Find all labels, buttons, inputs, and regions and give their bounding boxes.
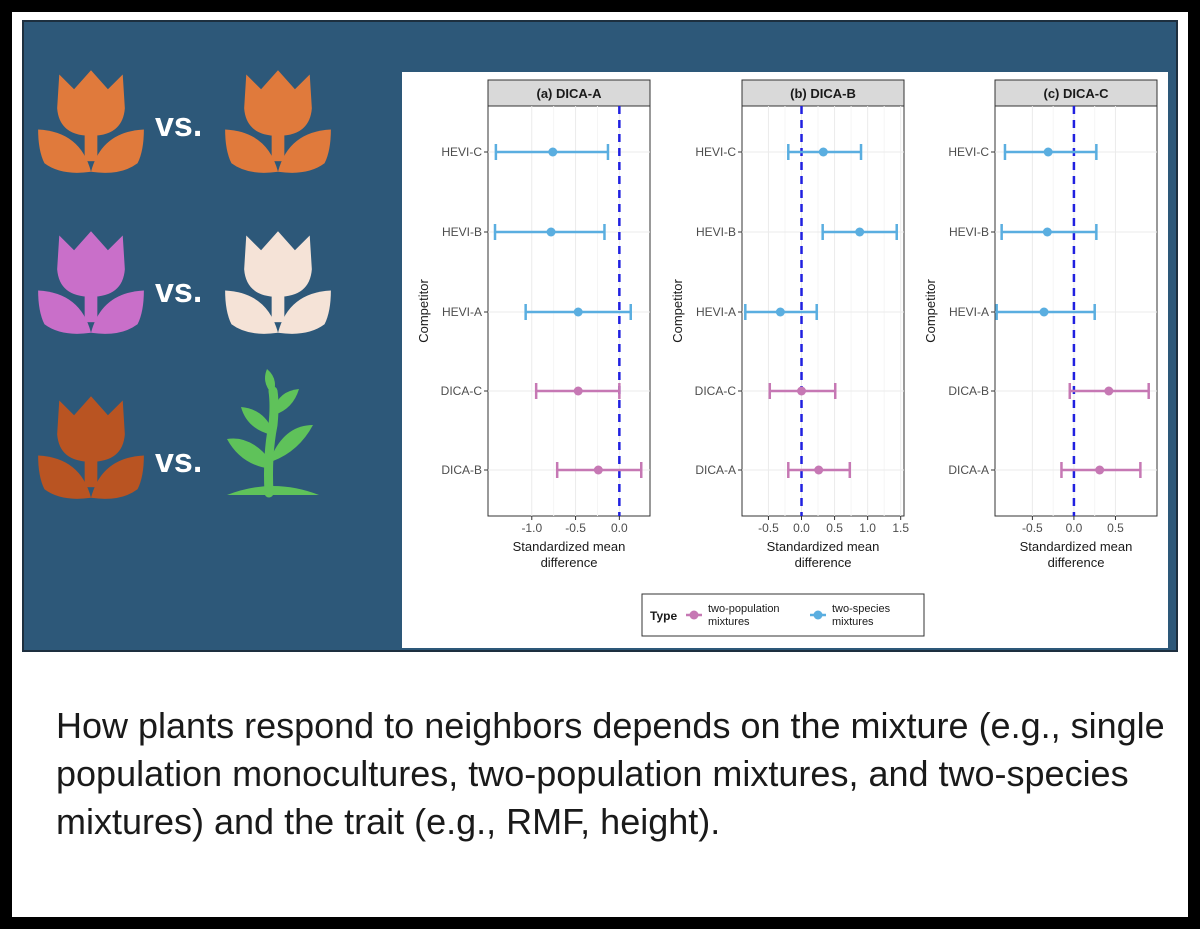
y-axis-label: Competitor — [923, 279, 938, 343]
mean-point — [1095, 465, 1105, 475]
cream-tulip-icon — [225, 231, 331, 334]
x-tick-label: 0.5 — [1107, 521, 1124, 535]
mean-point — [1042, 227, 1052, 237]
mean-point — [1104, 386, 1114, 396]
x-axis-label: difference — [1048, 555, 1105, 570]
figure-panel: vs. vs. vs. — [22, 20, 1178, 652]
legend-label: two-species — [832, 603, 891, 615]
mean-point — [775, 307, 785, 317]
y-tick-label: DICA-B — [441, 463, 482, 477]
forest-plot-svg: (a) DICA-A HEVI-C HEVI-B HEVI-A DICA-C DICA-B… — [416, 79, 1158, 637]
legend-box — [641, 593, 925, 637]
mean-point — [546, 227, 556, 237]
y-tick-label: DICA-A — [695, 463, 736, 477]
y-tick-label: HEVI-C — [948, 145, 989, 159]
legend-label: mixtures — [708, 616, 750, 628]
figure-card: vs. vs. vs. — [12, 12, 1188, 917]
facet-strip — [487, 79, 651, 107]
forest-plot-figure: (a) DICA-A HEVI-C HEVI-B HEVI-A DICA-C DICA-B… — [402, 72, 1168, 648]
vs-label: vs. — [155, 442, 203, 480]
pink-tulip-icon — [38, 231, 144, 334]
facet-title: (c) DICA-C — [1044, 86, 1110, 101]
mean-point — [855, 227, 865, 237]
mean-point — [797, 386, 807, 396]
mean-point — [573, 386, 583, 396]
y-tick-label: HEVI-C — [695, 145, 736, 159]
y-tick-label: DICA-C — [695, 384, 737, 398]
legend-key-point — [813, 610, 823, 620]
x-tick-label: -0.5 — [565, 521, 586, 535]
x-tick-label: -0.5 — [1022, 521, 1043, 535]
y-axis-label: Competitor — [670, 279, 685, 343]
x-axis-label: difference — [541, 555, 598, 570]
y-tick-label: HEVI-B — [949, 225, 989, 239]
y-axis-label: Competitor — [416, 279, 431, 343]
facet-title: (b) DICA-B — [790, 86, 856, 101]
facet-strip — [994, 79, 1158, 107]
figure-caption: How plants respond to neighbors depends … — [56, 705, 1165, 842]
mean-point — [1039, 307, 1049, 317]
x-tick-label: -1.0 — [521, 521, 542, 535]
green-plant-icon — [227, 369, 319, 498]
legend-label: mixtures — [832, 616, 874, 628]
x-tick-label: -0.5 — [758, 521, 779, 535]
mean-point — [593, 465, 603, 475]
x-tick-label: 0.0 — [1066, 521, 1083, 535]
x-tick-label: 1.5 — [892, 521, 909, 535]
x-axis-label: Standardized mean — [513, 539, 626, 554]
orange-tulip-icon — [225, 70, 331, 173]
vs-label: vs. — [155, 272, 203, 310]
x-tick-label: 1.0 — [859, 521, 876, 535]
legend-label: two-population — [708, 603, 780, 615]
mean-point — [814, 465, 824, 475]
legend-title: Type — [650, 609, 677, 623]
y-tick-label: HEVI-B — [696, 225, 736, 239]
facet-strip — [741, 79, 905, 107]
x-axis-label: difference — [795, 555, 852, 570]
y-tick-label: DICA-A — [948, 463, 989, 477]
y-tick-label: DICA-B — [948, 384, 989, 398]
y-tick-label: HEVI-B — [442, 225, 482, 239]
x-axis-label: Standardized mean — [767, 539, 880, 554]
mean-point — [573, 307, 583, 317]
y-tick-label: HEVI-C — [441, 145, 482, 159]
y-tick-label: HEVI-A — [696, 305, 736, 319]
y-tick-label: HEVI-A — [949, 305, 989, 319]
x-axis-label: Standardized mean — [1020, 539, 1133, 554]
mean-point — [548, 147, 558, 157]
legend-key-point — [689, 610, 699, 620]
x-tick-label: 0.0 — [793, 521, 810, 535]
y-tick-label: DICA-C — [441, 384, 483, 398]
x-tick-label: 0.5 — [826, 521, 843, 535]
vs-label: vs. — [155, 106, 203, 144]
mean-point — [818, 147, 828, 157]
y-tick-label: HEVI-A — [442, 305, 482, 319]
facet-title: (a) DICA-A — [537, 86, 603, 101]
x-tick-label: 0.0 — [611, 521, 628, 535]
mean-point — [1043, 147, 1053, 157]
orange-tulip-icon — [38, 70, 144, 173]
rust-tulip-icon — [38, 396, 144, 499]
